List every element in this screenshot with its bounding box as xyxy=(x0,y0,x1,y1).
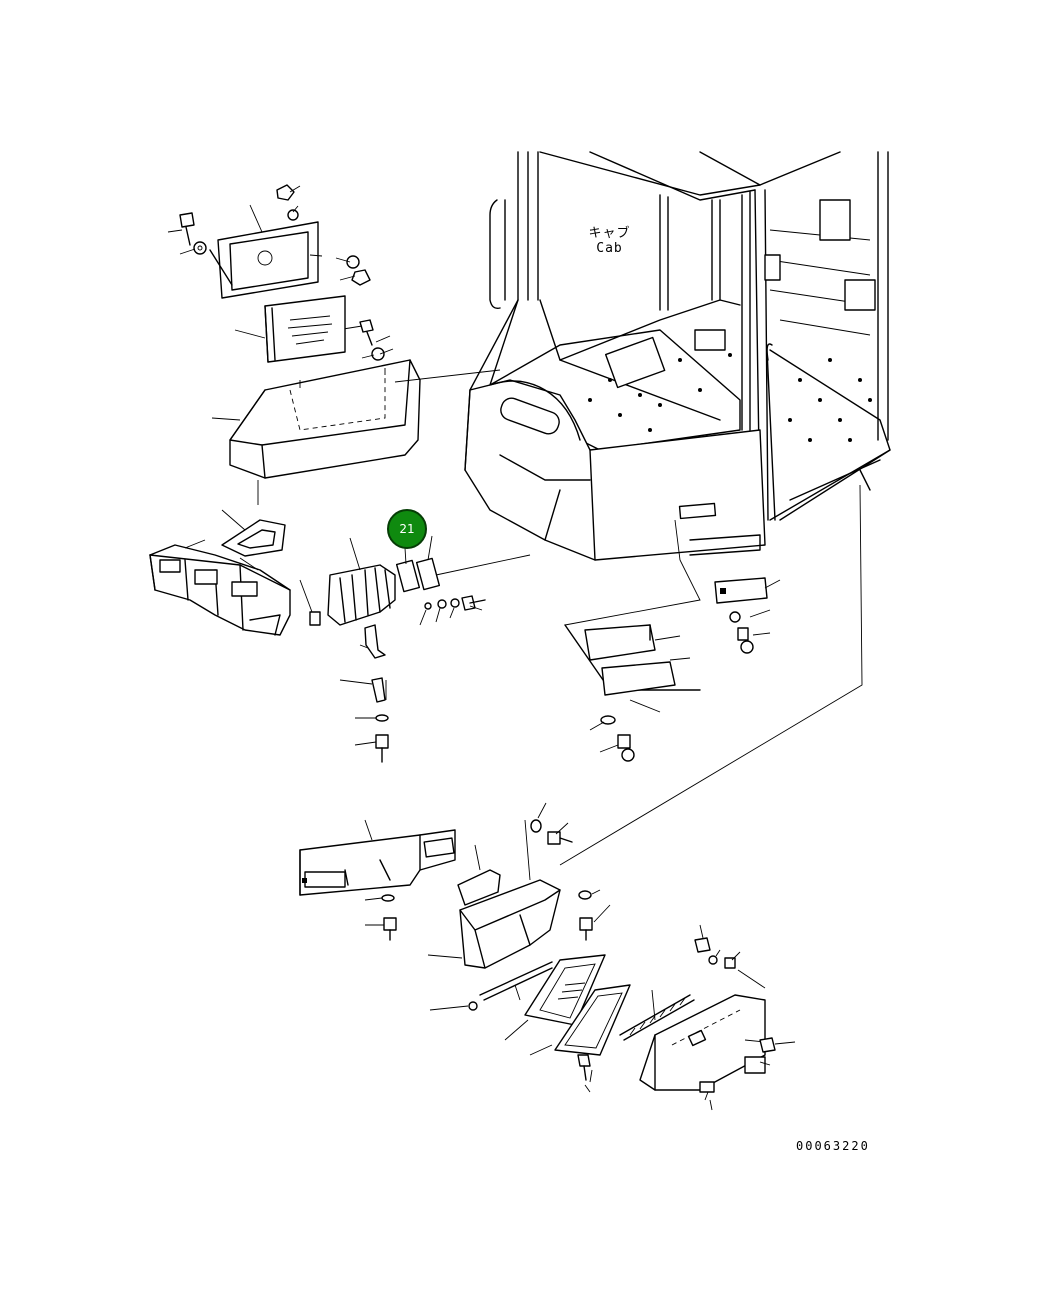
right-middle-parts xyxy=(559,484,863,866)
cab-structure xyxy=(464,151,891,561)
left-top-parts xyxy=(167,184,501,557)
cab-label-japanese: キャブ xyxy=(588,226,631,241)
cab-label-english: Cab xyxy=(596,241,623,256)
bottom-assembly xyxy=(299,802,796,1111)
left-middle-parts xyxy=(149,535,531,763)
drawing-number: 00063220 xyxy=(796,1139,870,1153)
cab-label: キャブ Cab xyxy=(582,226,637,256)
callout-21[interactable]: 21 xyxy=(387,509,427,549)
